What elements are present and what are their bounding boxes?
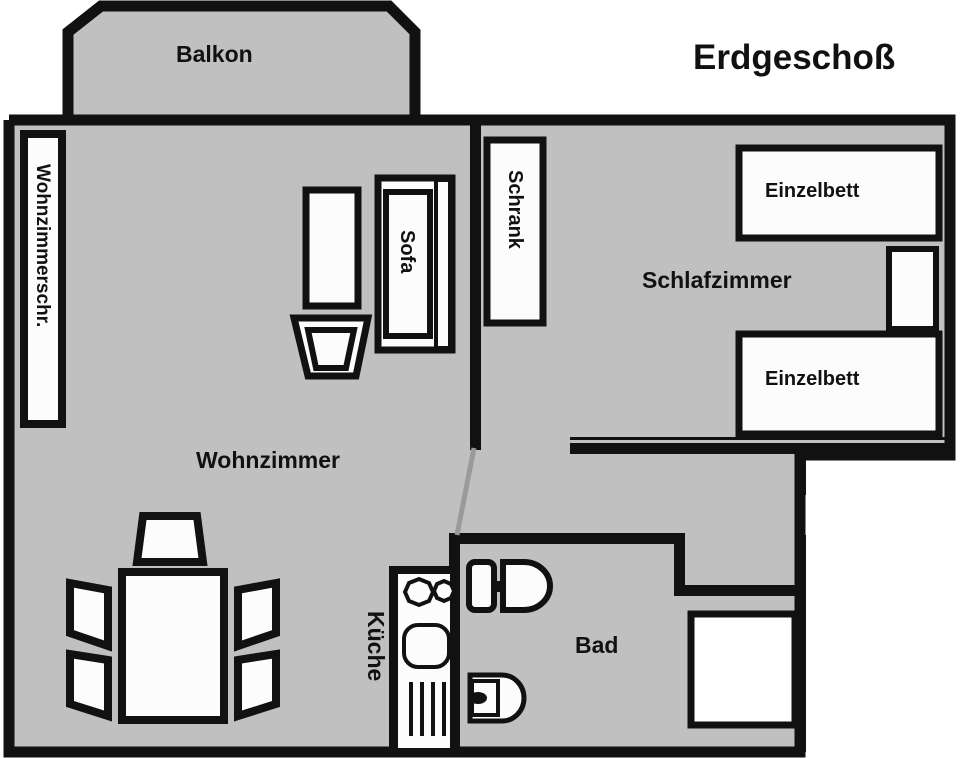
wc-spuelkasten [466, 559, 497, 613]
wall-bad-niche-horizontal [674, 585, 796, 596]
wohnzimmer-furniture [20, 130, 456, 724]
schlafzimmer-furniture [483, 136, 943, 438]
wall-bad-right-lower [795, 535, 806, 752]
esstisch-box [118, 568, 228, 724]
wc-verbinder [492, 581, 504, 592]
dusche-box [687, 610, 799, 729]
balkon-floor [68, 6, 415, 123]
balkon-wall [62, 0, 421, 123]
furniture-label-wohnzimmerschrank: Wohnzimmerschr. [32, 164, 53, 328]
furniture-label-einzelbett-oben: Einzelbett [765, 180, 860, 202]
wall-bad-top [455, 533, 674, 544]
furniture-label-einzelbett-unten: Einzelbett [765, 368, 860, 390]
wohnzimmerschrank-box [20, 130, 66, 428]
wall-schlafzimmer-bottom [570, 443, 955, 454]
wall-kueche-left [389, 566, 398, 752]
bad-fixtures [466, 559, 799, 729]
door-swing-hallway [454, 447, 477, 536]
stuhl-rechts-unten-shape [234, 649, 280, 722]
kueche-fixtures [398, 574, 457, 748]
room-label-wohnzimmer: Wohnzimmer [196, 447, 340, 473]
nachttisch-box [886, 246, 939, 332]
sofa-armrest [434, 178, 452, 350]
sofa-seat [383, 189, 433, 339]
herd-burner-small [431, 578, 457, 604]
einzelbett-unten-box [735, 330, 943, 438]
spuele-basin [402, 623, 451, 669]
stuhl-links-unten-shape [66, 649, 112, 722]
schrank-box [483, 136, 547, 327]
herd-burner-large [402, 576, 436, 608]
room-label-schlafzimmer: Schlafzimmer [642, 267, 792, 293]
tv-sideboard-box [302, 186, 362, 310]
stuhl-links-oben-shape [66, 578, 112, 652]
room-label-kueche: Küche [363, 611, 389, 682]
einzelbett-oben-box [735, 144, 943, 242]
schlafzimmer-sliding-door [570, 437, 952, 440]
waschbecken-armatur [469, 692, 487, 704]
wall-bad-niche-vertical [674, 533, 685, 596]
interior-walls [389, 120, 955, 752]
wall-kueche-right [449, 533, 460, 752]
wall-bad-right-upper [795, 455, 806, 495]
stuhl-rechts-oben-shape [234, 578, 280, 652]
page-title: Erdgeschoß [693, 38, 896, 77]
wall-wohnzimmer-schlafzimmer [470, 120, 481, 450]
furniture-label-sofa: Sofa [396, 230, 418, 274]
armchair-inner [304, 327, 358, 371]
door-swings [454, 447, 477, 536]
stuhl-oben-shape [132, 512, 208, 566]
room-label-balkon: Balkon [176, 41, 253, 67]
furniture-label-schrank: Schrank [504, 170, 526, 249]
wc-becken [500, 559, 553, 613]
wall-kueche-top [389, 566, 453, 575]
room-label-bad: Bad [575, 632, 619, 658]
abtropfgitter-lines [409, 682, 446, 736]
